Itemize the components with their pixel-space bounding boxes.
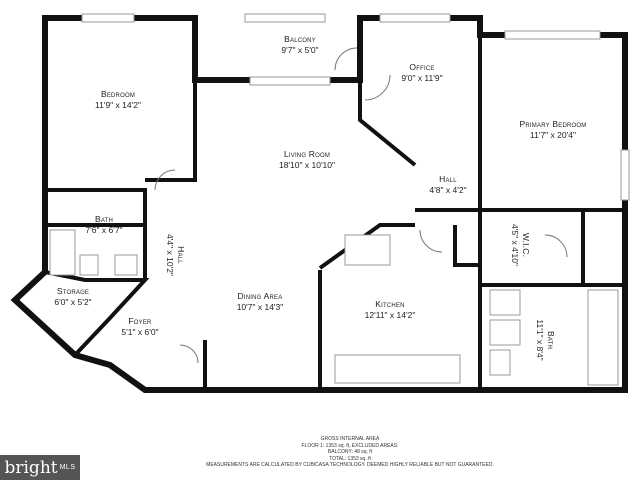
room-dims: 4'4" x 10'2" <box>165 234 175 276</box>
room-name: Primary Bedroom <box>519 119 587 129</box>
room-dims: 4'8" x 4'2" <box>429 185 467 195</box>
total-area: TOTAL: 1353 sq. ft <box>329 455 371 462</box>
floor-area: FLOOR 1: 1353 sq. ft, EXCLUDED AREAS: <box>301 442 399 449</box>
room-dims: 10'7" x 14'3" <box>236 302 284 312</box>
room-name: Balcony <box>284 34 316 44</box>
room-dims: 7'6" x 6'7" <box>85 225 123 235</box>
room-name: Storage <box>56 286 90 296</box>
area-summary: GROSS INTERNAL AREA FLOOR 1: 1353 sq. ft… <box>206 436 494 469</box>
room-dims: 9'0" x 11'9" <box>401 73 443 83</box>
room-name: Bath <box>94 214 114 224</box>
room-name: Dining Area <box>237 291 283 301</box>
room-dims: 11'1" x 8'4" <box>535 319 545 361</box>
room-name: Hall <box>439 174 457 184</box>
room-dims: 12'11" x 14'2" <box>364 310 416 320</box>
room-dims: 6'0" x 5'2" <box>54 297 92 307</box>
room-wic: W.I.C.4'5" x 4'10" <box>509 224 531 266</box>
room-name: W.I.C. <box>521 232 531 258</box>
room-name: Living Room <box>283 149 331 159</box>
room-dims: 5'1" x 6'0" <box>121 327 159 337</box>
room-name: Office <box>409 62 435 72</box>
logo-suffix: MLS <box>59 464 76 471</box>
bright-mls-logo: bright MLS <box>0 455 80 480</box>
room-dims: 18'10" x 10'10" <box>278 160 336 170</box>
disclaimer: MEASUREMENTS ARE CALCULATED BY CUBICASA … <box>206 462 494 468</box>
room-name: Kitchen <box>375 299 405 309</box>
room-dims: 9'7" x 5'0" <box>281 45 319 55</box>
room-name: Bedroom <box>100 89 136 99</box>
room-dims: 11'9" x 14'2" <box>95 100 141 110</box>
room-name: Hall <box>176 246 186 264</box>
logo-brand: bright <box>4 457 58 478</box>
area-heading: GROSS INTERNAL AREA <box>320 436 380 442</box>
room-name: Bath <box>546 330 556 350</box>
balcony-area: BALCONY: 48 sq. ft <box>327 449 373 455</box>
room-dims: 11'7" x 20'4" <box>530 130 576 140</box>
room-name: Foyer <box>128 316 152 326</box>
room-dims: 4'5" x 4'10" <box>510 224 520 266</box>
